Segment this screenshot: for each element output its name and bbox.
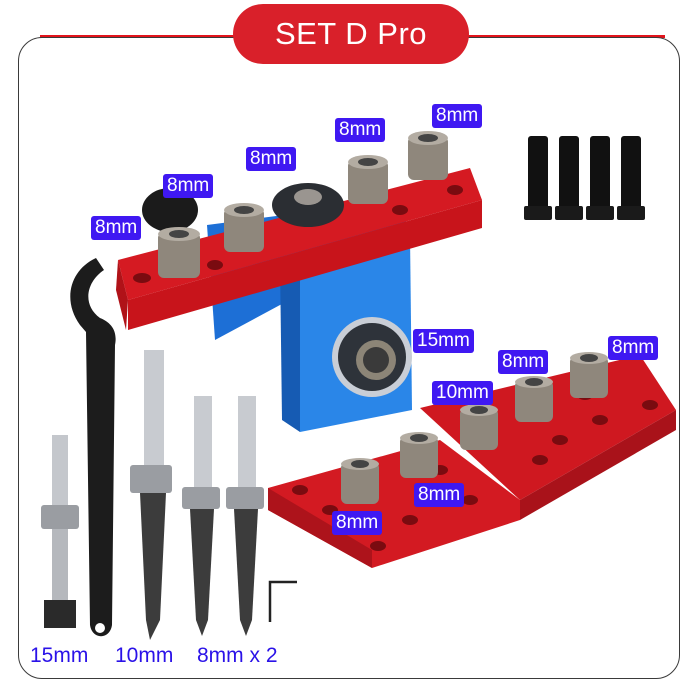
rail-label-5: 8mm [432, 104, 483, 128]
bushings-plate-icon [341, 352, 608, 504]
plate-label-back-left: 10mm [432, 381, 493, 405]
guide-rail-icon [116, 168, 482, 330]
spanner-wrench-icon [70, 258, 116, 637]
caption-drill-8: 8mm x 2 [197, 644, 278, 667]
set-title: SET D Pro [274, 16, 428, 51]
hex-key-icon [268, 580, 297, 622]
plate-label-back-right: 8mm [608, 336, 659, 360]
drill-bit-8mm-icon [182, 396, 264, 636]
title-line-left [40, 35, 240, 38]
plate-label-back-mid: 8mm [498, 350, 549, 374]
locating-plates-icon [268, 355, 676, 568]
block-label: 15mm [413, 329, 474, 353]
rail-label-1: 8mm [91, 216, 142, 240]
positioning-pins-icon [524, 136, 645, 220]
rail-label-3: 8mm [246, 147, 297, 171]
rail-label-4: 8mm [335, 118, 386, 142]
drill-bit-10mm-icon [130, 350, 172, 640]
plate-label-front-mid: 8mm [414, 483, 465, 507]
forstner-bit-icon [41, 435, 79, 628]
rail-label-2: 8mm [163, 174, 214, 198]
caption-forstner: 15mm [30, 644, 89, 667]
caption-drill-10: 10mm [115, 644, 174, 667]
title-line-right [465, 35, 665, 38]
bushings-rail-icon [158, 131, 448, 278]
plate-label-front-left: 8mm [332, 511, 383, 535]
set-title-badge: SET D Pro [233, 4, 469, 64]
